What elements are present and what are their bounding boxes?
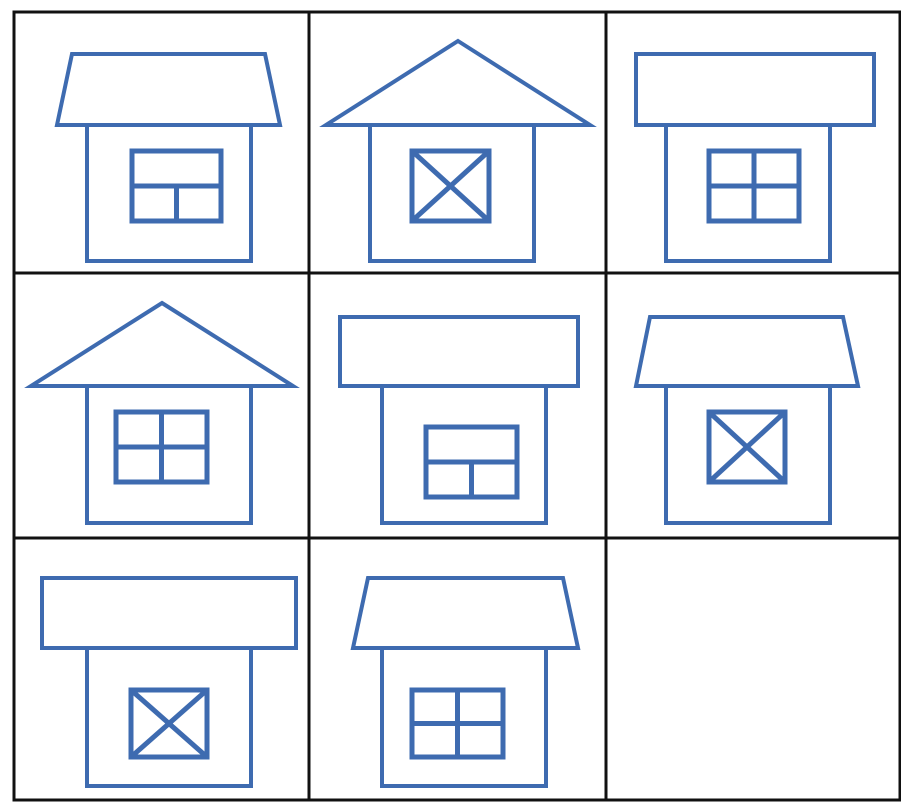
window-x-cross: [412, 151, 489, 221]
house-8: [353, 578, 578, 786]
window-four-pane: [116, 412, 207, 482]
window-inverted-t: [426, 427, 517, 497]
house-body: [87, 125, 251, 261]
roof-trapezoid: [353, 578, 578, 648]
house-body: [382, 386, 546, 523]
window-x-cross: [131, 690, 207, 757]
house-body: [370, 125, 534, 261]
house-1: [57, 54, 280, 261]
house-3: [636, 54, 874, 261]
house-body: [382, 648, 546, 786]
houses-layer: [31, 41, 874, 786]
house-body: [666, 386, 830, 523]
house-6: [636, 317, 858, 523]
grid-outer-border: [14, 12, 900, 800]
house-body: [666, 125, 830, 261]
roof-triangle: [31, 303, 293, 386]
window-four-pane: [412, 690, 503, 757]
window-x-cross: [709, 412, 785, 482]
roof-rectangle: [340, 317, 578, 386]
house-7: [42, 578, 296, 786]
roof-triangle: [326, 41, 590, 125]
roof-rectangle: [42, 578, 296, 648]
roof-trapezoid: [636, 317, 858, 386]
roof-rectangle: [636, 54, 874, 125]
house-5: [340, 317, 578, 523]
roof-trapezoid: [57, 54, 280, 125]
house-body: [87, 648, 251, 786]
house-4: [31, 303, 293, 523]
window-inverted-t: [132, 151, 221, 221]
window-four-pane: [709, 151, 799, 221]
puzzle-grid: [14, 12, 901, 800]
house-body: [87, 386, 251, 523]
house-2: [326, 41, 590, 261]
